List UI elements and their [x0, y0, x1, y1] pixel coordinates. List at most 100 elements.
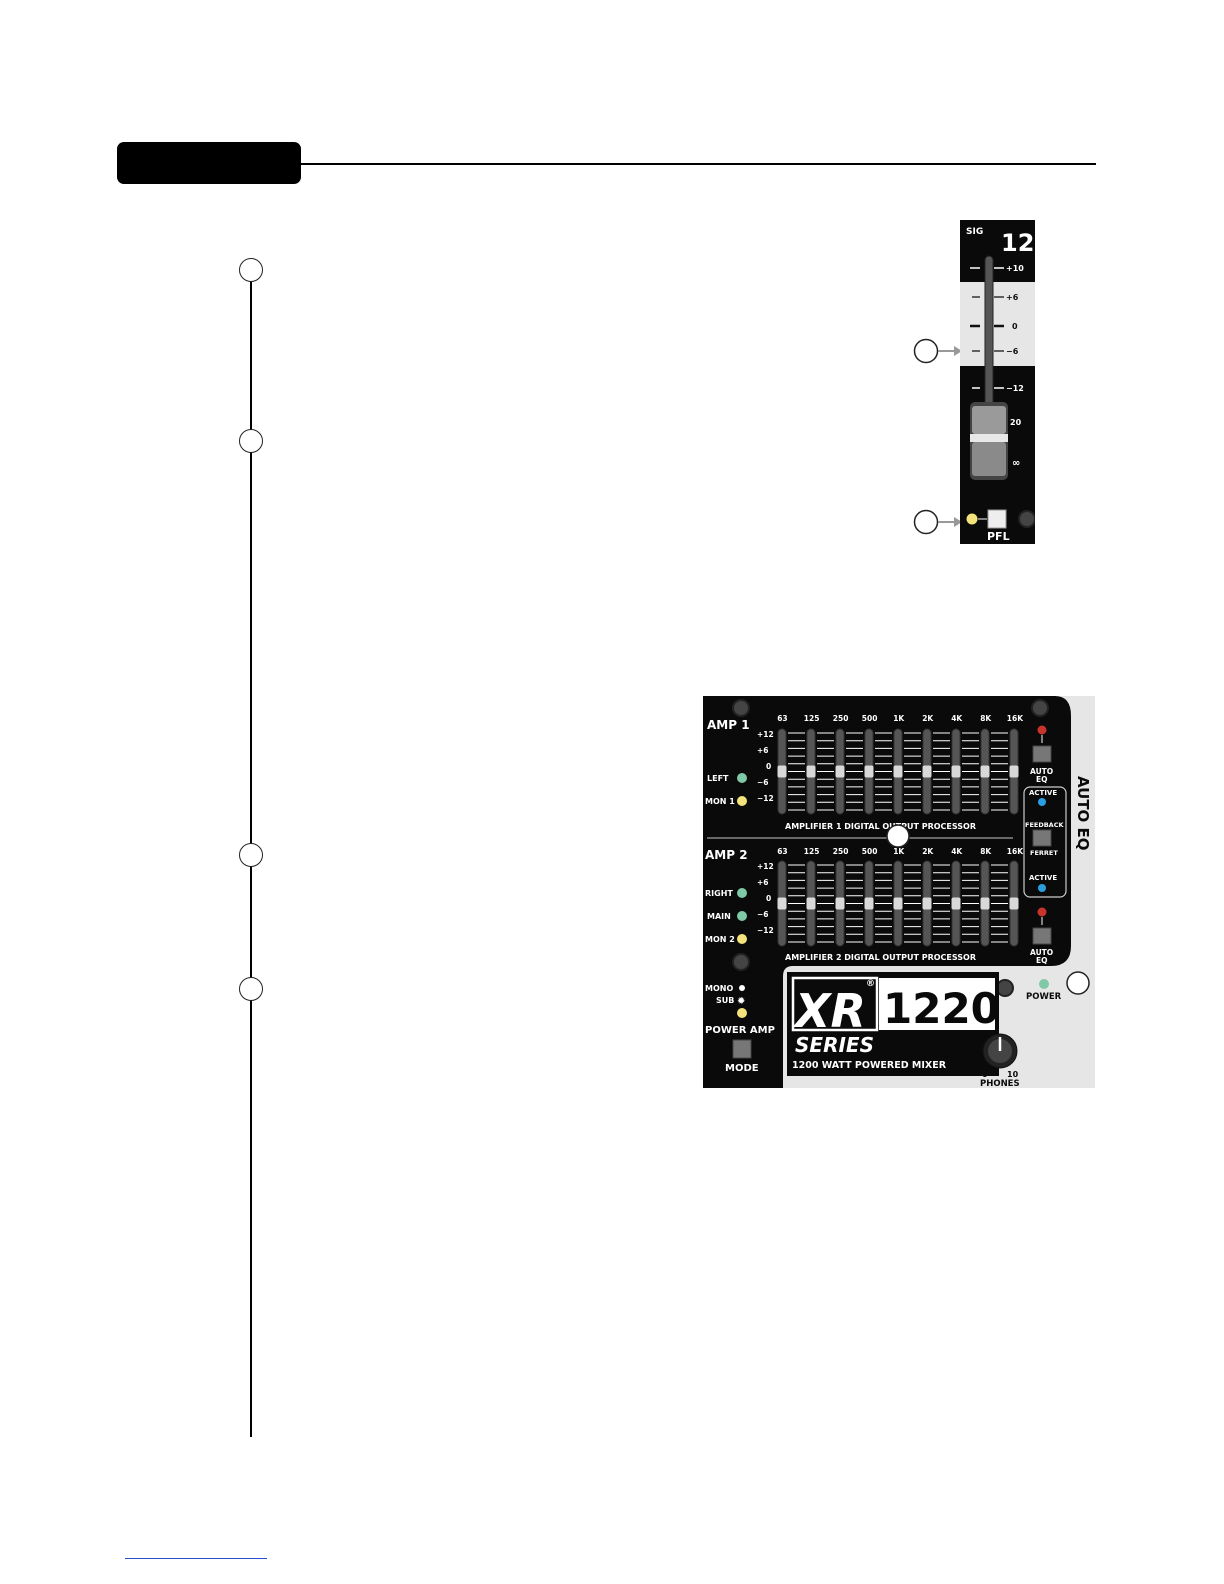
- brand-series: SERIES: [795, 1033, 874, 1057]
- amp1-band-slider-8K[interactable]: [980, 765, 990, 778]
- amp1-band-slider-2K[interactable]: [922, 765, 932, 778]
- amp2-processor-title: AMPLIFIER 2 DIGITAL OUTPUT PROCESSOR: [785, 953, 976, 962]
- auto-eq-group-frame: [1023, 786, 1067, 898]
- amp2-band-slider-2K[interactable]: [922, 897, 932, 910]
- amp2-led-right-label: RIGHT: [705, 889, 733, 898]
- amp2-band-slider-16K[interactable]: [1009, 897, 1019, 910]
- amp1-gain-scale-label: +12: [757, 730, 774, 739]
- amp2-led-main: [737, 911, 747, 921]
- amp2-band-slider-500[interactable]: [864, 897, 874, 910]
- amp2-band-slider-1K[interactable]: [893, 897, 903, 910]
- amp2-band-slider-8K[interactable]: [980, 897, 990, 910]
- callout-bubble-3: [239, 843, 263, 867]
- amp1-band-label: 2K: [922, 714, 934, 723]
- amp1-led-left-label: LEFT: [707, 774, 729, 783]
- amp2-band-label: 2K: [922, 847, 934, 856]
- amp2-gain-scale-label: −12: [757, 926, 774, 935]
- amp2-band-slider-4K[interactable]: [951, 897, 961, 910]
- amp1-band-label: 8K: [980, 714, 992, 723]
- amp1-band-slider-63[interactable]: [777, 765, 787, 778]
- fader-scale-inf: ∞: [1012, 458, 1020, 469]
- fader-callout-bubble: [913, 338, 939, 364]
- amp1-band-slider-4K[interactable]: [951, 765, 961, 778]
- amp2-band-slider-125[interactable]: [806, 897, 816, 910]
- mode-label: MODE: [725, 1063, 759, 1074]
- amp2-gain-scale-label: −6: [757, 910, 769, 919]
- power-amp-mode-button[interactable]: [732, 1039, 752, 1059]
- auto-eq-active-1-label: ACTIVE: [1029, 789, 1057, 797]
- pfl-callout-bubble: [913, 509, 939, 535]
- callout-bubble-1: [239, 258, 263, 282]
- auto-eq-1-label-eq: EQ: [1036, 775, 1048, 784]
- mode-led: [737, 1008, 747, 1018]
- pfl-button[interactable]: [987, 509, 1007, 529]
- auto-eq-2-led: [1037, 907, 1047, 917]
- amp1-band-slider-250[interactable]: [835, 765, 845, 778]
- mono-led: [739, 985, 745, 991]
- ferret-label: FERRET: [1030, 849, 1058, 857]
- sig-label: SIG: [966, 227, 983, 237]
- amp1-band-label: 250: [833, 714, 849, 723]
- footer-link-underline: [125, 1558, 267, 1559]
- amp2-band-slider-63[interactable]: [777, 897, 787, 910]
- auto-eq-active-2-label: ACTIVE: [1029, 874, 1057, 882]
- amp1-label: AMP 1: [707, 718, 750, 732]
- phones-max-label: 10: [1007, 1070, 1019, 1079]
- amp1-processor-title: AMPLIFIER 1 DIGITAL OUTPUT PROCESSOR: [785, 822, 976, 831]
- fader-scale-m6: −6: [1006, 347, 1019, 356]
- callout-bubble-4: [239, 977, 263, 1001]
- header-rule: [300, 163, 1096, 165]
- pfl-label: PFL: [987, 530, 1010, 543]
- panel-screw: [1018, 510, 1035, 528]
- amp2-led-right: [737, 888, 747, 898]
- auto-eq-active-2-led: [1038, 884, 1046, 892]
- mono-label: MONO: [705, 984, 733, 993]
- amp2-band-label: 250: [833, 847, 849, 856]
- auto-eq-2-label: AUTO: [1030, 948, 1053, 957]
- auto-eq-1-button[interactable]: [1032, 745, 1052, 763]
- amp2-band-label: 16K: [1007, 847, 1024, 856]
- power-led: [1039, 979, 1049, 989]
- amp2-gain-scale-label: 0: [766, 894, 771, 903]
- brand-registered-mark: ®: [866, 979, 875, 989]
- fader-scale-20: 20: [1010, 418, 1022, 427]
- amp2-led-main-label: MAIN: [707, 912, 731, 921]
- amp1-band-label: 4K: [951, 714, 963, 723]
- amp1-band-slider-16K[interactable]: [1009, 765, 1019, 778]
- amp1-band-slider-500[interactable]: [864, 765, 874, 778]
- panel-screw: [1031, 699, 1049, 717]
- sub-label: SUB: [716, 996, 734, 1005]
- power-amp-label: POWER AMP: [705, 1025, 775, 1036]
- sub-led-sunburst-icon: ✹: [737, 996, 745, 1007]
- amp2-band-label: 8K: [980, 847, 992, 856]
- amp1-band-label: 500: [862, 714, 878, 723]
- amp1-band-label: 125: [804, 714, 820, 723]
- fader-scale-0: 0: [1012, 322, 1018, 331]
- auto-eq-1-label: AUTO: [1030, 767, 1053, 776]
- brand-xr: XR: [792, 984, 866, 1038]
- amp2-led-mon2-label: MON 2: [705, 935, 735, 944]
- amp1-band-label: 1K: [893, 714, 905, 723]
- amp2-band-slider-250[interactable]: [835, 897, 845, 910]
- amp1-band-slider-1K[interactable]: [893, 765, 903, 778]
- amp1-led-mon1: [737, 796, 747, 806]
- amp2-band-label: 125: [804, 847, 820, 856]
- amp2-band-label: 500: [862, 847, 878, 856]
- amp1-band-slider-125[interactable]: [806, 765, 816, 778]
- phones-volume-knob[interactable]: [982, 1033, 1018, 1069]
- amp2-band-label: 1K: [893, 847, 905, 856]
- pfl-led: [966, 513, 978, 525]
- amp2-gain-scale-label: +6: [757, 878, 769, 887]
- brand-model-number: 1220: [883, 984, 1000, 1033]
- amp1-led-mon1-label: MON 1: [705, 797, 735, 806]
- auto-eq-2-button[interactable]: [1032, 927, 1052, 945]
- amp2-gain-scale-label: +12: [757, 862, 774, 871]
- fader-knob[interactable]: [970, 402, 1008, 480]
- callout-bubble-2: [239, 429, 263, 453]
- amp2-led-mon2: [737, 934, 747, 944]
- amp-panel-callout-bubble: [886, 824, 910, 848]
- power-label: POWER: [1026, 992, 1062, 1002]
- feedback-ferret-button[interactable]: [1032, 829, 1052, 847]
- section-header-tab: [117, 142, 301, 184]
